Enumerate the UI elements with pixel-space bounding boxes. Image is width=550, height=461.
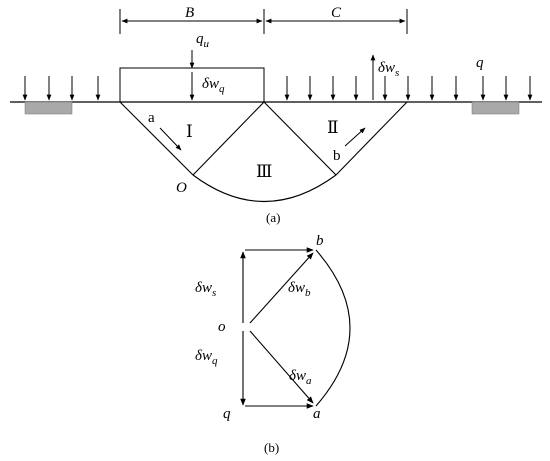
hodograph-dwb-label: δwb — [288, 280, 311, 299]
point-a-label: a — [148, 110, 155, 126]
zone-ii-velocity-arrow — [344, 127, 366, 147]
footing-displacement-label: δwq — [202, 76, 225, 95]
caption-a: (a) — [266, 210, 280, 225]
zone-iii-label: Ⅲ — [256, 162, 272, 181]
dimension-c — [265, 9, 408, 34]
hodograph-dwa-label: δwa — [289, 368, 312, 387]
hodograph-point-b: b — [316, 233, 324, 249]
hodograph-dwq-label: δwq — [195, 348, 218, 367]
hodograph-point-q: q — [223, 406, 231, 422]
dimension-b-label: B — [185, 5, 194, 21]
point-o-label: O — [176, 180, 187, 196]
surcharge-arrows — [22, 76, 533, 101]
left-surcharge-block — [24, 101, 73, 115]
hodograph-point-a: a — [313, 406, 321, 422]
surface-displacement-label: δws — [378, 60, 399, 79]
point-b-label: b — [333, 148, 341, 164]
zone-i-velocity-arrow — [159, 127, 182, 151]
hodograph-dws-label: δws — [195, 280, 216, 299]
hodograph-point-o: o — [218, 319, 226, 335]
failure-mechanism — [119, 101, 408, 202]
caption-b: (b) — [264, 440, 279, 455]
load-qu-label: qu — [196, 31, 210, 50]
figure-b: b o q a δws δwq δwb δwa (b) — [195, 233, 351, 455]
dimension-b — [119, 9, 265, 34]
dimension-c-label: C — [331, 5, 342, 21]
zone-i-label: Ⅰ — [186, 122, 193, 141]
surcharge-label: q — [476, 55, 484, 71]
figure-a: B C qu δwq δws q — [10, 5, 542, 225]
hodograph — [240, 247, 351, 409]
zone-ii-label: Ⅱ — [327, 118, 339, 137]
right-surcharge-block — [471, 101, 520, 115]
